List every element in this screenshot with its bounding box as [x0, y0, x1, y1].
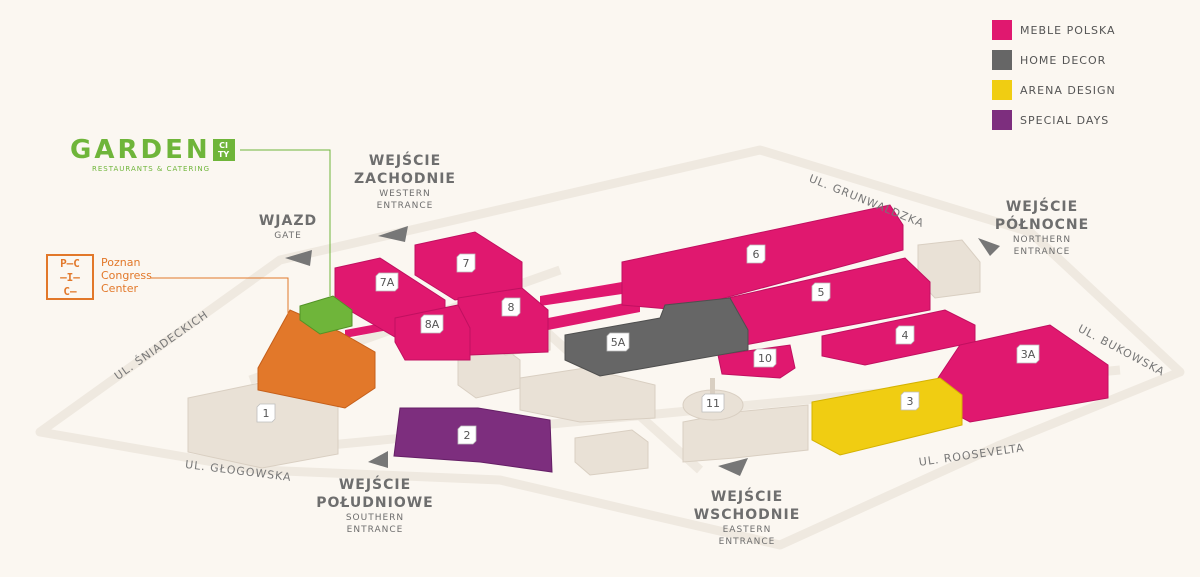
hall-number: 11 — [706, 397, 720, 410]
gate-arrow — [285, 250, 312, 266]
hall-badge-2: 2 — [457, 425, 477, 445]
hall-number: 5A — [611, 336, 626, 349]
hall-number: 8 — [508, 301, 515, 314]
hall-badge-3a: 3A — [1016, 344, 1040, 364]
hall-badge-6: 6 — [746, 244, 766, 264]
hall-8[interactable] — [457, 287, 549, 356]
pcc-mark-line: P—C — [60, 257, 80, 270]
hall-badge-1: 1 — [256, 403, 276, 423]
legend-label: MEBLE POLSKA — [1020, 23, 1116, 37]
hall-number: 1 — [263, 407, 270, 420]
north-entrance-arrow — [978, 238, 1000, 256]
north-entrance-title: PÓŁNOCNE — [994, 217, 1090, 233]
hall-badge-5: 5 — [811, 282, 831, 302]
south-entrance-subtitle: ENTRANCE — [346, 525, 404, 535]
north-entrance-label: WEJŚCIE PÓŁNOCNE NORTHERN ENTRANCE — [982, 198, 1102, 258]
city-letter: I — [225, 141, 229, 150]
east-entrance-label: WEJŚCIE WSCHODNIE EASTERN ENTRANCE — [682, 488, 812, 548]
congress-center-logo: P—C —I— C— Poznan Congress Center — [46, 254, 152, 300]
west-entrance-subtitle: ENTRANCE — [376, 201, 434, 211]
hall-number: 3 — [907, 395, 914, 408]
hall-badge-7a: 7A — [375, 272, 399, 292]
hall-badge-10: 10 — [753, 348, 777, 368]
hall-number: 7A — [380, 276, 395, 289]
hall-badge-11: 11 — [701, 393, 725, 413]
south-entrance-title: WEJŚCIE — [338, 477, 412, 493]
hall-5a[interactable] — [564, 297, 749, 377]
pcc-name-line: Center — [101, 282, 139, 295]
east-entrance-subtitle: ENTRANCE — [718, 537, 776, 547]
north-entrance-title: WEJŚCIE — [1005, 199, 1079, 215]
gate-label: WJAZD GATE — [248, 212, 328, 242]
pcc-mark: P—C —I— C— — [46, 254, 94, 300]
hall-badge-5a: 5A — [606, 332, 630, 352]
hall-badge-8a: 8A — [420, 314, 444, 334]
hall-number: 7 — [463, 257, 470, 270]
east-entrance-subtitle: EASTERN — [722, 525, 772, 535]
hall-number: 4 — [902, 329, 909, 342]
legend-item-special-days: SPECIAL DAYS — [992, 110, 1116, 130]
pcc-name-line: Congress — [101, 269, 152, 282]
arena-design-swatch — [992, 80, 1012, 100]
east-entrance-title: WEJŚCIE — [710, 489, 784, 505]
pcc-name-line: Poznan — [101, 256, 141, 269]
south-entrance-title: POŁUDNIOWE — [316, 495, 434, 511]
leader-lines — [150, 149, 331, 318]
gate-subtitle: GATE — [274, 231, 302, 241]
hall-3[interactable] — [811, 377, 963, 456]
meble-polska-swatch — [992, 20, 1012, 40]
hall-number: 8A — [425, 318, 440, 331]
pcc-name: Poznan Congress Center — [101, 256, 152, 300]
garden-word: GARDEN — [70, 135, 211, 165]
north-entrance-subtitle: ENTRANCE — [1013, 247, 1071, 257]
hall-badge-8: 8 — [501, 297, 521, 317]
hall-badge-7: 7 — [456, 253, 476, 273]
city-letter: T — [217, 150, 224, 159]
hall-number: 6 — [753, 248, 760, 261]
special-days-swatch — [992, 110, 1012, 130]
west-entrance-label: WEJŚCIE ZACHODNIE WESTERN ENTRANCE — [340, 152, 470, 212]
south-entrance-arrow — [368, 451, 388, 468]
west-entrance-subtitle: WESTERN — [379, 189, 431, 199]
south-entrance-label: WEJŚCIE POŁUDNIOWE SOUTHERN ENTRANCE — [305, 476, 445, 536]
home-decor-swatch — [992, 50, 1012, 70]
pcc-mark-line: —I— — [60, 271, 80, 284]
west-entrance-title: WEJŚCIE — [368, 153, 442, 169]
hall-badge-3: 3 — [900, 391, 920, 411]
hall-number: 2 — [464, 429, 471, 442]
garden-city-tagline: RESTAURANTS & CATERING — [92, 165, 211, 173]
hall-number: 5 — [818, 286, 825, 299]
east-entrance-title: WSCHODNIE — [693, 507, 801, 523]
pcc-mark-line: C— — [63, 285, 77, 298]
hall-number: 10 — [758, 352, 772, 365]
legend-label: ARENA DESIGN — [1020, 83, 1116, 97]
hall-badge-4: 4 — [895, 325, 915, 345]
legend-item-home-decor: HOME DECOR — [992, 50, 1116, 70]
legend: MEBLE POLSKA HOME DECOR ARENA DESIGN SPE… — [992, 20, 1116, 140]
city-letter: C — [219, 141, 226, 150]
garden-city-building[interactable] — [299, 295, 353, 335]
legend-label: HOME DECOR — [1020, 53, 1107, 67]
legend-label: SPECIAL DAYS — [1020, 113, 1110, 127]
gate-title: WJAZD — [258, 213, 318, 229]
east-entrance-arrow — [718, 458, 748, 476]
entrance-arrows — [285, 226, 1000, 476]
city-letter: Y — [223, 150, 230, 159]
south-entrance-subtitle: SOUTHERN — [345, 513, 405, 523]
other-buildings — [187, 239, 981, 476]
legend-item-arena-design: ARENA DESIGN — [992, 80, 1116, 100]
legend-item-meble-polska: MEBLE POLSKA — [992, 20, 1116, 40]
west-entrance-arrow — [378, 226, 408, 242]
north-entrance-subtitle: NORTHERN — [1012, 235, 1072, 245]
congress-center-building[interactable] — [257, 309, 376, 409]
hall-number: 3A — [1021, 348, 1036, 361]
west-entrance-title: ZACHODNIE — [354, 171, 456, 187]
